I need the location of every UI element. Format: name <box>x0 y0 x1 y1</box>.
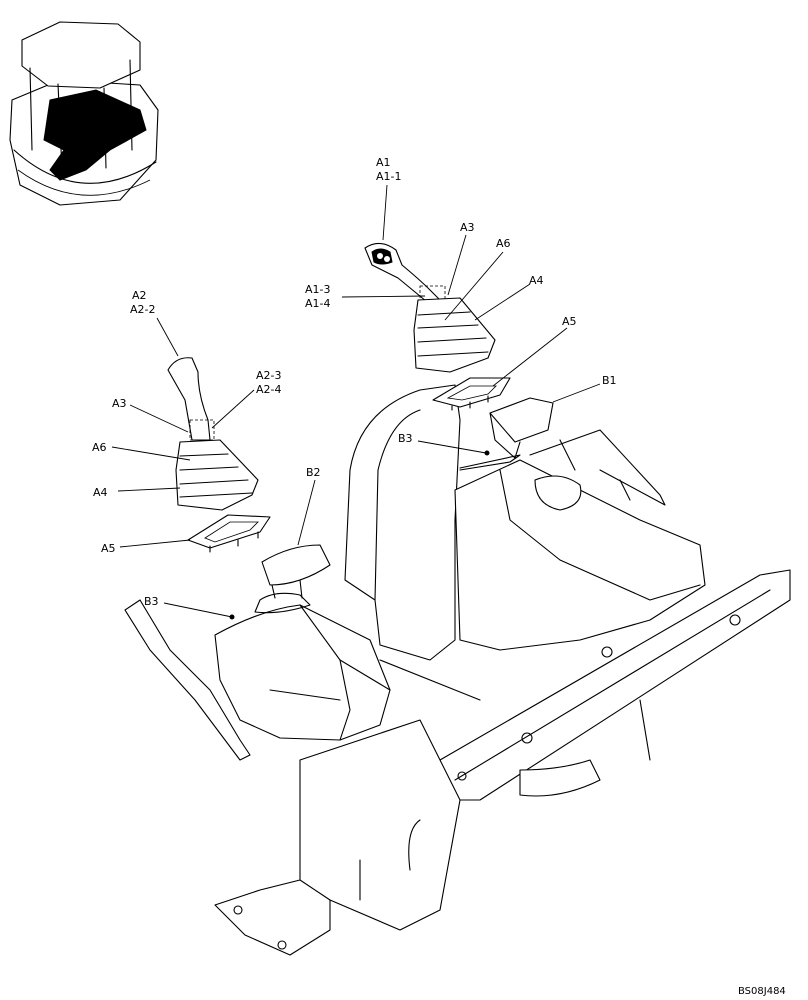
right-joystick <box>364 242 511 411</box>
callout-a2-4: A2-4 <box>256 383 282 396</box>
callout-a2: A2 <box>132 289 147 302</box>
left-joystick <box>167 357 271 553</box>
callout-a1-3: A1-3 <box>305 283 331 296</box>
callout-a4-left: A4 <box>93 486 108 499</box>
callout-a6-left: A6 <box>92 441 107 454</box>
callout-a1: A1 <box>376 156 391 169</box>
right-armrest-b1 <box>459 397 554 471</box>
callout-a2-2: A2-2 <box>130 303 156 316</box>
callout-a2-3: A2-3 <box>256 369 282 382</box>
callout-a3-right: A3 <box>460 221 475 234</box>
callout-b1: B1 <box>602 374 617 387</box>
leader-lines <box>111 184 601 618</box>
callout-a4-right: A4 <box>529 274 544 287</box>
left-console-arm <box>124 599 391 761</box>
callout-a3-left: A3 <box>112 397 127 410</box>
drawing-code: BS08J484 <box>738 986 786 997</box>
machine-locator-thumbnail <box>9 21 159 206</box>
callout-b3-left: B3 <box>144 595 159 608</box>
left-armrest-b2 <box>229 544 331 620</box>
callout-a1-4: A1-4 <box>305 297 331 310</box>
callout-b2: B2 <box>306 466 321 479</box>
callout-a5-left: A5 <box>101 542 116 555</box>
callout-labels: A1 A1-1 A1-3 A1-4 A3 A6 A4 A5 B1 B3 A2 A… <box>92 156 617 608</box>
callout-a6-right: A6 <box>496 237 511 250</box>
callout-a1-1: A1-1 <box>376 170 402 183</box>
callout-b3-right: B3 <box>398 432 413 445</box>
callout-a5-right: A5 <box>562 315 577 328</box>
console-frame <box>214 384 791 956</box>
